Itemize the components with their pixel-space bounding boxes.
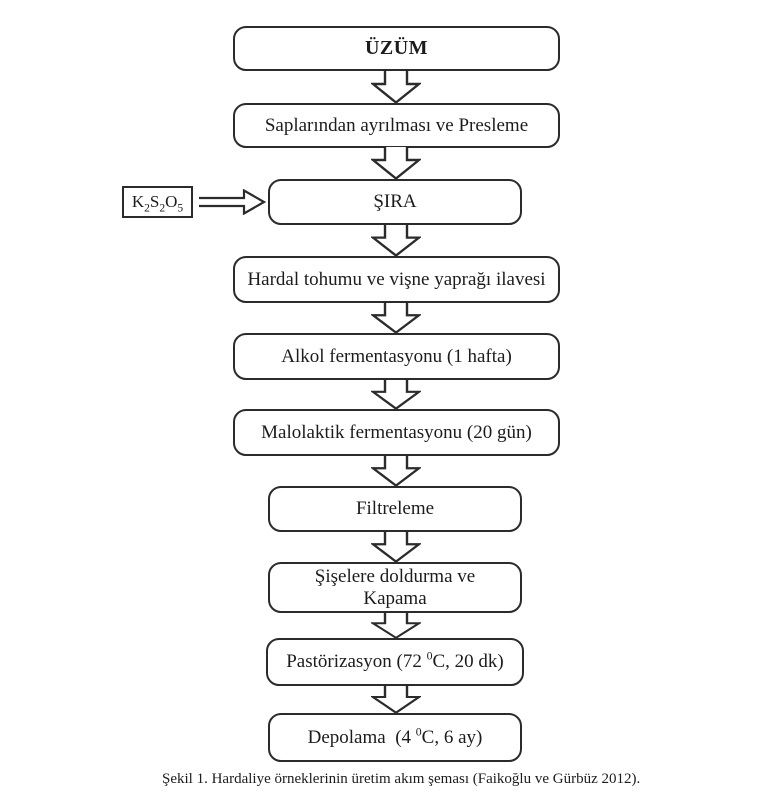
node-depolama-label: Depolama (4 0C, 6 ay) [307, 725, 483, 748]
node-pastorizasyon-label: Pastörizasyon (72 0C, 20 dk) [286, 650, 504, 673]
node-pastorizasyon: Pastörizasyon (72 0C, 20 dk) [266, 638, 524, 686]
node-hardal-label: Hardal tohumu ve vişne yaprağı ilavesi [247, 268, 546, 290]
node-siseleme-line2: Kapama [363, 587, 427, 609]
k2s2o5-label: K2S2O5 [131, 192, 184, 215]
node-uzum-label: ÜZÜM [364, 37, 429, 60]
down-arrow-icon [371, 613, 421, 639]
down-arrow-icon [371, 147, 421, 180]
node-presleme: Saplarından ayrılması ve Presleme [233, 103, 560, 148]
down-arrow-icon [371, 71, 421, 104]
node-sira-label: ŞIRA [373, 191, 417, 213]
node-presleme-label: Saplarından ayrılması ve Presleme [264, 114, 529, 136]
down-arrow-icon [371, 456, 421, 487]
node-siseleme-line1: Şişelere doldurma ve [314, 566, 476, 588]
node-sira: ŞIRA [268, 179, 522, 225]
down-arrow-icon [371, 380, 421, 410]
figure-caption: Şekil 1. Hardaliye örneklerinin üretim a… [162, 771, 641, 787]
node-malolaktik-fermentasyonu: Malolaktik fermentasyonu (20 gün) [233, 409, 560, 456]
right-arrow-icon [199, 189, 266, 215]
node-filtreleme-label: Filtreleme [355, 498, 435, 520]
down-arrow-icon [371, 303, 421, 334]
side-input-k2s2o5: K2S2O5 [122, 186, 193, 218]
node-alkol-fermentasyonu: Alkol fermentasyonu (1 hafta) [233, 333, 560, 380]
node-malolaktik-label: Malolaktik fermentasyonu (20 gün) [261, 421, 532, 443]
down-arrow-icon [371, 225, 421, 257]
down-arrow-icon [371, 686, 421, 714]
node-uzum: ÜZÜM [233, 26, 560, 71]
down-arrow-icon [371, 532, 421, 563]
node-filtreleme: Filtreleme [268, 486, 522, 532]
node-alkol-label: Alkol fermentasyonu (1 hafta) [281, 345, 512, 367]
node-siseleme: Şişelere doldurma ve Kapama [268, 562, 522, 613]
node-depolama: Depolama (4 0C, 6 ay) [268, 713, 522, 762]
node-hardal-ilavesi: Hardal tohumu ve vişne yaprağı ilavesi [233, 256, 560, 303]
